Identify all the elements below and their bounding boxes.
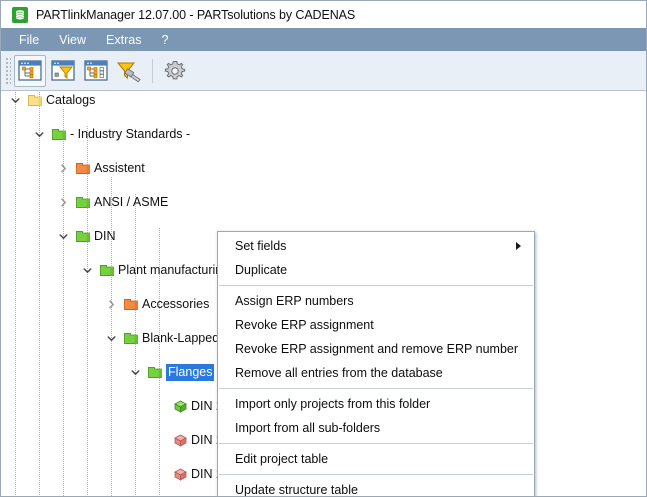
project-structure-button[interactable] xyxy=(14,54,46,87)
ctx-duplicate[interactable]: Duplicate xyxy=(218,258,534,282)
window-title: PARTlinkManager 12.07.00 - PARTsolutions… xyxy=(36,7,356,22)
cube-red-icon xyxy=(174,468,187,481)
ctx-set-fields[interactable]: Set fields xyxy=(218,234,534,258)
gear-icon xyxy=(164,60,186,79)
ctx-remove-all-entries[interactable]: Remove all entries from the database xyxy=(218,361,534,385)
ctx-item-label: Import from all sub-folders xyxy=(235,421,381,435)
menu-separator xyxy=(219,388,533,389)
tree-node-ansi-asme[interactable]: ANSI / ASME xyxy=(1,194,646,211)
chevron-down-icon[interactable] xyxy=(58,231,69,242)
folder-yellow-icon xyxy=(28,95,42,106)
tree-node-industry-standards[interactable]: - Industry Standards - xyxy=(1,126,646,143)
menu-separator xyxy=(219,443,533,444)
structure-window-icon xyxy=(18,59,42,81)
tree-node-label: - Industry Standards - xyxy=(70,127,191,141)
database-glyph xyxy=(15,9,25,20)
ctx-item-label: Import only projects from this folder xyxy=(235,397,431,411)
tree-node-label: DIN xyxy=(94,229,116,243)
tree-node-assistent[interactable]: Assistent xyxy=(1,160,646,177)
chevron-down-icon[interactable] xyxy=(82,265,93,276)
tree-node-catalogs[interactable]: Catalogs xyxy=(1,92,646,109)
tree-guide-line xyxy=(111,177,112,496)
chevron-down-icon[interactable] xyxy=(106,333,117,344)
ctx-item-label: Duplicate xyxy=(235,263,288,277)
folder-orange-icon xyxy=(76,163,90,174)
ctx-item-label: Edit project table xyxy=(235,452,329,466)
tree-node-flanges[interactable]: Flanges xyxy=(1,364,646,381)
tree-node-label-selected: Flanges xyxy=(166,364,215,381)
ctx-item-label: Assign ERP numbers xyxy=(235,294,354,308)
ctx-revoke-erp-assignment-remove-number[interactable]: Revoke ERP assignment and remove ERP num… xyxy=(218,337,534,361)
ctx-item-label: Revoke ERP assignment and remove ERP num… xyxy=(235,342,519,356)
filter-structure-button[interactable] xyxy=(47,55,79,87)
menu-file[interactable]: File xyxy=(19,32,40,47)
ctx-assign-erp-numbers[interactable]: Assign ERP numbers xyxy=(218,289,534,313)
settings-button[interactable] xyxy=(159,55,191,87)
toolbar-grip[interactable] xyxy=(5,56,11,85)
part-filter-button[interactable] xyxy=(113,55,145,87)
title-bar: PARTlinkManager 12.07.00 - PARTsolutions… xyxy=(1,1,646,28)
menu-separator xyxy=(219,285,533,286)
chevron-right-icon[interactable] xyxy=(58,163,69,174)
folder-orange-icon xyxy=(124,299,138,310)
ctx-item-label: Remove all entries from the database xyxy=(235,366,443,380)
database-icon xyxy=(12,6,28,23)
tree-node-label: Accessories xyxy=(142,297,210,311)
funnel-bolt-icon xyxy=(116,62,141,82)
chevron-right-icon[interactable] xyxy=(58,197,69,208)
ctx-edit-project-table[interactable]: Edit project table xyxy=(218,447,534,471)
tree-guide-line xyxy=(135,194,136,496)
chevron-down-icon[interactable] xyxy=(34,129,45,140)
tree-node-plant-manufacturing[interactable]: Plant manufacturing xyxy=(1,262,646,279)
tree-node-label: Plant manufacturing xyxy=(118,263,230,277)
ctx-import-only-this-folder[interactable]: Import only projects from this folder xyxy=(218,392,534,416)
chevron-down-icon[interactable] xyxy=(10,95,21,106)
tree-guide-line xyxy=(39,92,40,496)
ctx-revoke-erp-assignment[interactable]: Revoke ERP assignment xyxy=(218,313,534,337)
tree-guide-line xyxy=(63,109,64,496)
ctx-import-all-subfolders[interactable]: Import from all sub-folders xyxy=(218,416,534,440)
tree-node-din[interactable]: DIN xyxy=(1,228,646,245)
folder-green-icon xyxy=(76,231,90,242)
menu-extras[interactable]: Extras xyxy=(106,32,142,47)
toolbar xyxy=(1,51,646,91)
ctx-item-label: Set fields xyxy=(235,239,287,253)
tree-guide-line xyxy=(159,228,160,496)
structure-filter-icon xyxy=(51,59,75,81)
folder-green-icon xyxy=(148,367,162,378)
menu-bar: File View Extras ? xyxy=(1,28,646,51)
structure-table-button[interactable] xyxy=(80,55,112,87)
tree-guide-line xyxy=(87,126,88,496)
chevron-right-icon xyxy=(516,242,521,250)
toolbar-separator xyxy=(152,58,153,83)
tree-node-accessories[interactable]: Accessories xyxy=(1,296,646,313)
chevron-down-icon[interactable] xyxy=(130,367,141,378)
context-menu[interactable]: Set fields Duplicate Assign ERP numbers … xyxy=(217,231,535,497)
tree-guide-line xyxy=(15,92,16,496)
cube-green-icon xyxy=(174,400,187,413)
menu-separator xyxy=(219,474,533,475)
tree-node-label: Assistent xyxy=(94,161,145,175)
folder-green-icon xyxy=(76,197,90,208)
chevron-right-icon[interactable] xyxy=(106,299,117,310)
ctx-item-label: Revoke ERP assignment xyxy=(235,318,374,332)
tree-node-label: ANSI / ASME xyxy=(94,195,169,209)
folder-green-icon xyxy=(100,265,114,276)
folder-green-icon xyxy=(52,129,66,140)
tree-node-label: Catalogs xyxy=(46,93,96,107)
ctx-update-structure-table[interactable]: Update structure table xyxy=(218,478,534,497)
ctx-item-label: Update structure table xyxy=(235,483,358,497)
structure-table-icon xyxy=(84,59,108,81)
cube-red-icon xyxy=(174,434,187,447)
folder-green-icon xyxy=(124,333,138,344)
menu-help[interactable]: ? xyxy=(161,32,169,47)
menu-view[interactable]: View xyxy=(59,32,87,47)
